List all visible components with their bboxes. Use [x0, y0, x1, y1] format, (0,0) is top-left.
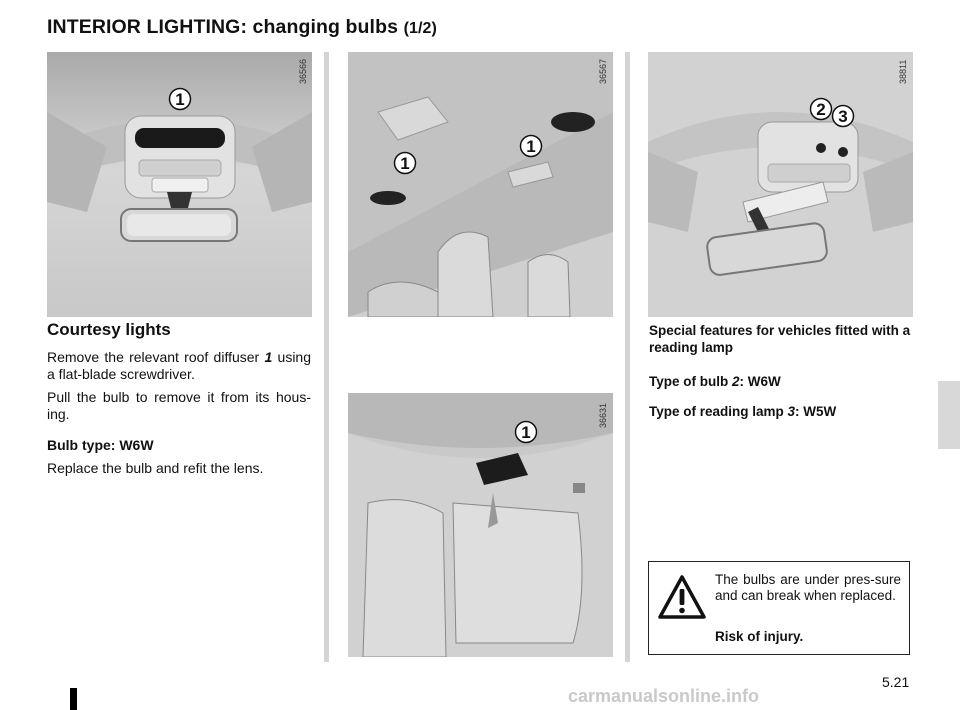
- image-reference-4: 36631: [598, 402, 608, 428]
- paragraph-bulb-type: Bulb type: W6W: [47, 437, 154, 453]
- callout-2-img3: 2: [809, 97, 833, 121]
- column-divider-right: [625, 52, 630, 662]
- paragraph-special-features: Special features for vehicles fitted wit…: [649, 323, 911, 355]
- warning-risk: Risk of injury.: [715, 629, 804, 644]
- callout-1b-img2: 1: [393, 151, 417, 175]
- paragraph-remove-diffuser: Remove the relevant roof diffuser 1 usin…: [47, 349, 311, 382]
- page-number: 5.21: [882, 674, 910, 690]
- page-title-part: (1/2): [403, 20, 437, 37]
- warning-text: The bulbs are under pres-sure and can br…: [715, 572, 901, 603]
- callout-1a-img2: 1: [519, 134, 543, 158]
- section-tab: [938, 381, 960, 449]
- page-title: INTERIOR LIGHTING: changing bulbs (1/2): [47, 16, 437, 39]
- paragraph-pull-bulb: Pull the bulb to remove it from its hous…: [47, 389, 311, 422]
- svg-text:1: 1: [400, 154, 409, 173]
- svg-text:1: 1: [521, 423, 530, 442]
- page-marker-bar: [70, 688, 77, 710]
- image-reference-2: 36567: [598, 58, 608, 84]
- callout-1-img1: 1: [168, 87, 192, 111]
- svg-text:1: 1: [175, 90, 184, 109]
- column-divider-left: [324, 52, 329, 662]
- section-heading: Courtesy lights: [47, 320, 171, 339]
- warning-box: The bulbs are under pres-sure and can br…: [648, 561, 910, 655]
- rear-cargo-light-illustration: [348, 393, 613, 657]
- callout-3-img3: 3: [831, 104, 855, 128]
- svg-text:1: 1: [526, 137, 535, 156]
- page-title-text: INTERIOR LIGHTING: changing bulbs: [47, 16, 399, 38]
- paragraph-reading-lamp-type: Type of reading lamp 3: W5W: [649, 404, 837, 419]
- callout-1-img4: 1: [514, 420, 538, 444]
- image-reference-1: 36566: [298, 58, 308, 84]
- image-reference-3: 38811: [898, 59, 908, 84]
- svg-text:2: 2: [816, 100, 825, 119]
- cabin-ceiling-lights-illustration: [348, 52, 613, 317]
- warning-triangle-icon: [658, 575, 706, 619]
- reading-lamp-illustration: [648, 52, 913, 317]
- paragraph-bulb-type-2: Type of bulb 2: W6W: [649, 374, 781, 389]
- watermark: carmanualsonline.info: [568, 686, 760, 706]
- paragraph-replace-bulb: Replace the bulb and refit the lens.: [47, 460, 264, 476]
- svg-text:3: 3: [838, 107, 847, 126]
